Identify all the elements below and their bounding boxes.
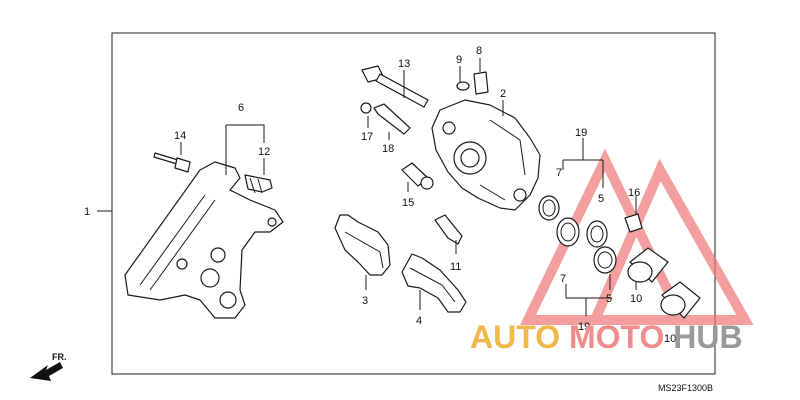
- watermark-text-hub: HUB: [673, 319, 742, 355]
- brake-pad-part: [334, 214, 391, 276]
- callout-19b: 19: [578, 321, 590, 333]
- watermark-triangle-right: [587, 158, 754, 325]
- diagram-frame: [111, 32, 716, 375]
- callout-8: 8: [476, 45, 482, 57]
- callout-7a: 7: [556, 167, 562, 179]
- callout-2: 2: [500, 88, 506, 100]
- callout-5b: 5: [606, 293, 612, 305]
- pin-short-part: [373, 103, 411, 135]
- pistons-part: [627, 247, 701, 319]
- callout-18: 18: [382, 143, 394, 155]
- callout-7b: 7: [560, 273, 566, 285]
- callout-13: 13: [398, 58, 410, 70]
- watermark-text-moto: MOTO: [569, 319, 664, 355]
- watermark-logo: AUTO MOTO HUB: [470, 319, 743, 355]
- callout-11: 11: [450, 261, 461, 273]
- diagram-code: MS23F1300B: [658, 383, 713, 393]
- bracket-bolt-part: [153, 152, 191, 173]
- pad-clip-part: [244, 174, 273, 194]
- callout-15: 15: [402, 197, 414, 209]
- bleeder-valve-part: [473, 71, 489, 95]
- callout-17: 17: [361, 131, 373, 143]
- caliper-bracket-part: [124, 161, 284, 319]
- callout-1: 1: [84, 206, 90, 218]
- retainer-clip-part: [434, 214, 463, 245]
- callout-9: 9: [456, 54, 462, 66]
- pin-bolt-long-part: [361, 65, 429, 108]
- callout-16: 16: [628, 187, 640, 199]
- watermark-text-auto: AUTO: [470, 319, 560, 355]
- callout-3: 3: [362, 295, 368, 307]
- front-direction-label: FR.: [52, 352, 67, 362]
- callout-10a: 10: [630, 293, 642, 305]
- callout-14: 14: [174, 130, 186, 142]
- front-direction-arrow: FR.: [30, 352, 67, 381]
- piston-seal-rings: [538, 195, 617, 274]
- brake-pad-2-part: [401, 253, 467, 313]
- bleeder-cap-part: [456, 81, 470, 91]
- callout-5a: 5: [598, 193, 604, 205]
- callout-10b: 10: [664, 333, 676, 345]
- mounting-bolt-part: [401, 162, 434, 190]
- callout-labels: 1 2 3 4 5 5 6 7 7 8 9 10 10 11 12 13 14 …: [84, 45, 676, 345]
- leader-lines: [97, 58, 637, 316]
- bleeder-screw-part: [624, 213, 643, 233]
- svg-text:AUTO MOTO HUB: AUTO MOTO HUB: [470, 319, 743, 355]
- callout-12: 12: [258, 146, 270, 158]
- callout-19a: 19: [575, 127, 587, 139]
- callout-6: 6: [238, 102, 244, 114]
- callout-4: 4: [416, 315, 422, 327]
- cap-part: [360, 102, 372, 114]
- caliper-body-part: [431, 99, 541, 211]
